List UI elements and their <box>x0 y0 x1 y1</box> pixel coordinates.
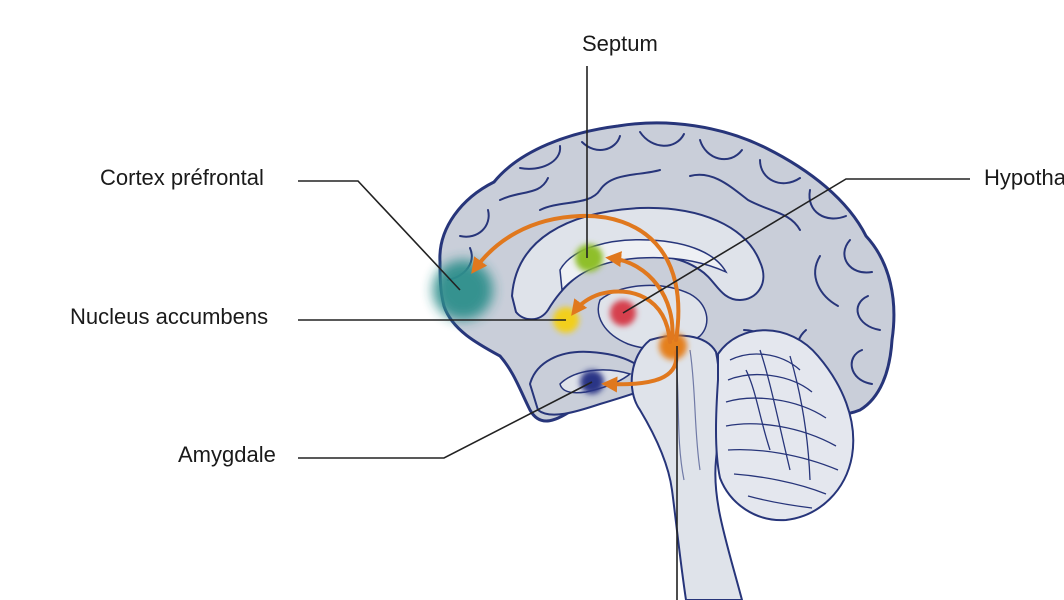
label-septum: Septum <box>582 31 658 56</box>
label-nucleus-accumbens: Nucleus accumbens <box>70 304 269 329</box>
arrow-to-septum <box>605 251 675 340</box>
cortex-prefrontal-region <box>433 260 493 320</box>
label-cortex-prefrontal: Cortex préfrontal <box>100 165 264 190</box>
cerebellum-folia <box>725 349 839 509</box>
projection-arrows <box>471 213 681 393</box>
leader-hypothalamus <box>622 178 970 314</box>
label-amygdale: Amygdale <box>178 442 276 467</box>
leader-amygdale <box>298 381 593 459</box>
arrow-to-cortex <box>471 213 681 342</box>
leader-lines <box>298 66 970 600</box>
septum-region <box>575 244 603 272</box>
arrow-to-amygdala <box>601 350 679 393</box>
vta-region <box>659 332 687 360</box>
label-hypothalamus: Hypotha <box>984 165 1064 190</box>
leader-cortex <box>298 180 461 291</box>
cerebellum <box>715 329 855 522</box>
arrow-to-accumbens <box>571 289 672 344</box>
corpus-callosum <box>510 206 765 321</box>
